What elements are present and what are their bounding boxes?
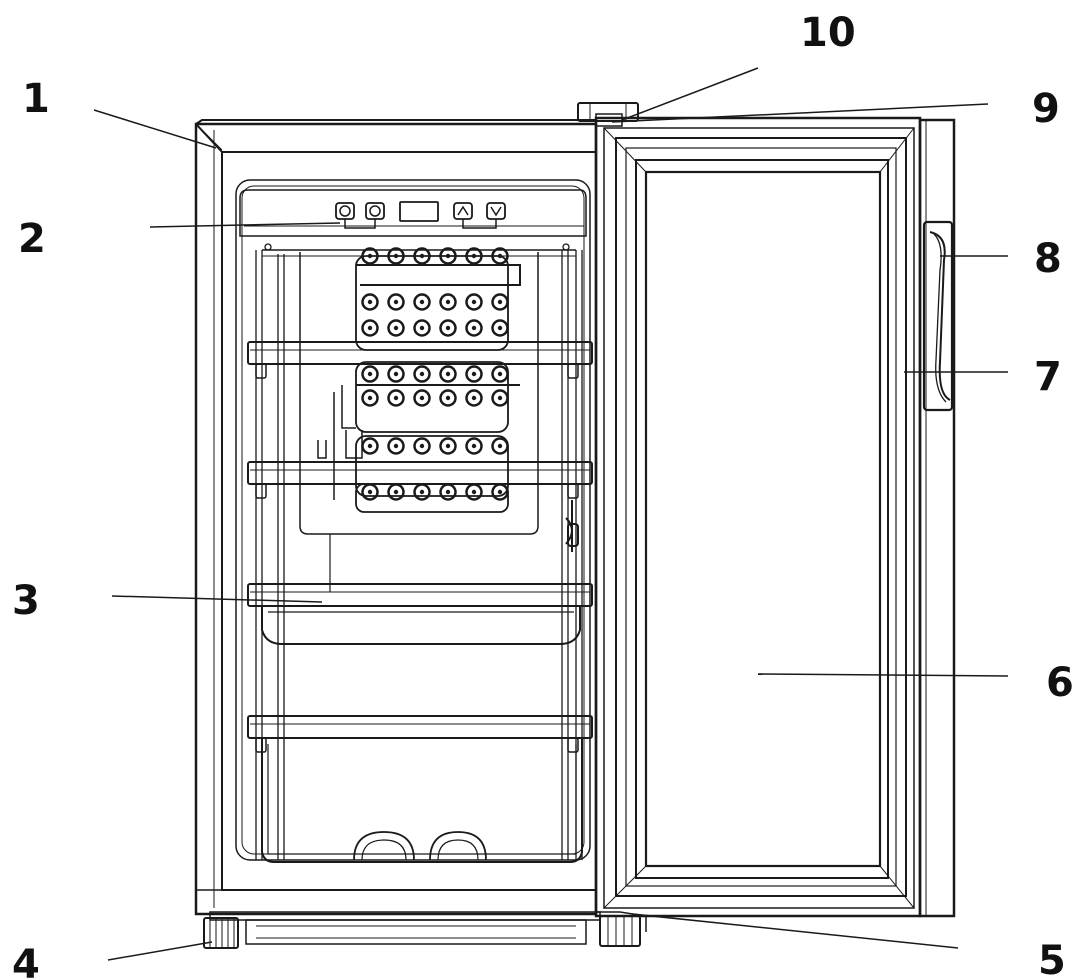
callout-8: 8 — [1034, 236, 1062, 282]
evaporator-tube-center — [367, 489, 373, 495]
evaporator-tube-center — [419, 489, 425, 495]
evaporator-tube-center — [393, 299, 399, 305]
evaporator-tube-center — [367, 325, 373, 331]
door-handle — [922, 220, 954, 412]
leader-2 — [149, 222, 341, 228]
evaporator-tube-center — [471, 489, 477, 495]
evaporator-tube — [491, 437, 509, 455]
evaporator-tube — [413, 293, 431, 311]
evaporator-tube-center — [471, 371, 477, 377]
evaporator-tube-center — [367, 443, 373, 449]
callout-5: 5 — [1038, 938, 1066, 980]
evaporator-tube-center — [419, 443, 425, 449]
evaporator-tube — [387, 389, 405, 407]
evaporator-tube-center — [393, 325, 399, 331]
evaporator-tube — [465, 293, 483, 311]
leader-3 — [111, 595, 323, 603]
leader-10 — [621, 67, 759, 121]
evaporator-tube — [465, 365, 483, 383]
evaporator-tube-center — [393, 395, 399, 401]
leader-lines — [93, 67, 1009, 961]
evaporator-tube — [465, 319, 483, 337]
evaporator-tube-center — [497, 325, 503, 331]
callout-10: 10 — [800, 10, 856, 56]
evaporator-tube — [465, 389, 483, 407]
evaporator-tube-center — [367, 395, 373, 401]
callout-2: 2 — [18, 216, 46, 262]
callout-labels: 1 2 3 4 5 6 7 8 9 10 — [12, 10, 1074, 980]
evaporator-tube — [439, 365, 457, 383]
evaporator-tube-center — [497, 489, 503, 495]
evaporator-tube-center — [471, 299, 477, 305]
callout-9: 9 — [1032, 86, 1060, 132]
evaporator-tube — [439, 389, 457, 407]
evaporator-tube — [413, 437, 431, 455]
evaporator-tube — [387, 293, 405, 311]
evaporator-tube — [491, 293, 509, 311]
shelf-rails — [255, 243, 583, 860]
evaporator-tube — [413, 389, 431, 407]
evaporator-tube — [439, 319, 457, 337]
evaporator-tube-center — [367, 371, 373, 377]
evaporator-tube — [491, 389, 509, 407]
evaporator-tube-center — [393, 371, 399, 377]
evaporator — [299, 252, 539, 592]
evaporator-tube — [387, 437, 405, 455]
evaporator-tube — [361, 389, 379, 407]
cabinet-body — [194, 119, 601, 945]
evaporator-tube-center — [445, 489, 451, 495]
leader-1 — [93, 109, 217, 149]
evaporator-tube-center — [445, 443, 451, 449]
evaporator-tube-center — [393, 489, 399, 495]
evaporator-tube — [439, 293, 457, 311]
evaporator-tube — [491, 365, 509, 383]
callout-7: 7 — [1034, 354, 1062, 400]
evaporator-tube — [439, 437, 457, 455]
evaporator-tube-center — [497, 395, 503, 401]
evaporator-tube-center — [445, 325, 451, 331]
shelves — [247, 341, 593, 739]
evaporator-tube-center — [419, 325, 425, 331]
evaporator-tube — [361, 437, 379, 455]
leader-6 — [757, 673, 1009, 677]
evaporator-tube-center — [497, 371, 503, 377]
leveling-feet — [203, 911, 647, 949]
evaporator-tube-center — [419, 299, 425, 305]
evaporator-tube-center — [471, 395, 477, 401]
evaporator-tube-center — [471, 443, 477, 449]
callout-6: 6 — [1046, 660, 1074, 706]
callout-1: 1 — [22, 76, 50, 122]
evaporator-tube — [491, 319, 509, 337]
evaporator-tube-center — [419, 371, 425, 377]
evaporator-tube-center — [393, 443, 399, 449]
evaporator-tube-center — [445, 395, 451, 401]
evaporator-tube — [361, 365, 379, 383]
shelf-clips — [255, 363, 579, 753]
evaporator-tube — [387, 365, 405, 383]
glass-door — [594, 116, 956, 918]
evaporator-tube-center — [497, 299, 503, 305]
evaporator-tube-center — [419, 395, 425, 401]
leader-4 — [107, 941, 213, 961]
evaporator-tube — [465, 437, 483, 455]
evaporator-tube — [413, 319, 431, 337]
bottom-bin — [261, 606, 583, 863]
evaporator-tube — [413, 365, 431, 383]
top-hinge — [577, 102, 639, 127]
evaporator-tube-center — [445, 299, 451, 305]
evaporator-tube-center — [497, 443, 503, 449]
callout-3: 3 — [12, 578, 40, 624]
evaporator-tube — [361, 293, 379, 311]
leader-9 — [611, 103, 989, 123]
callout-4: 4 — [12, 942, 40, 980]
evaporator-tube — [361, 319, 379, 337]
leader-5 — [631, 913, 959, 949]
evaporator-tube-center — [445, 371, 451, 377]
evaporator-tube — [387, 319, 405, 337]
control-panel — [239, 189, 587, 237]
evaporator-tube-center — [471, 325, 477, 331]
evaporator-tube-center — [367, 299, 373, 305]
